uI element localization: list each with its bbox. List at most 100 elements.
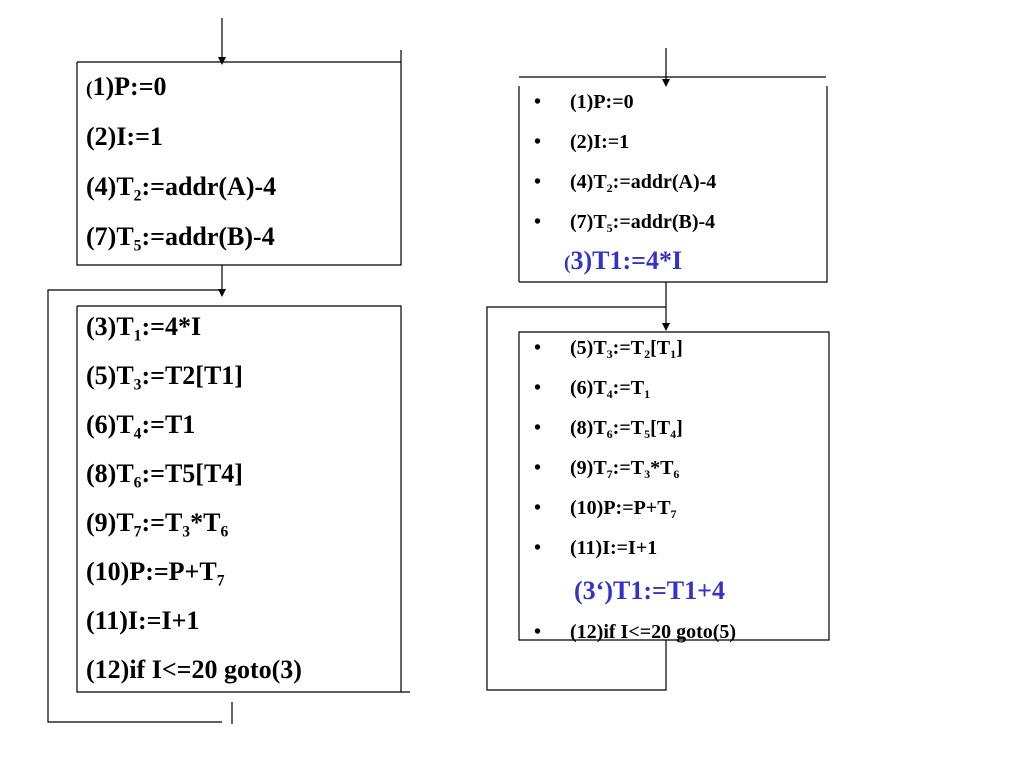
code-line: (7)T5:=addr(B)-4: [534, 211, 716, 236]
code-text: (6)T: [570, 377, 607, 399]
code-line: (11)I:=I+1: [86, 608, 199, 634]
code-text: (5)T: [570, 337, 607, 359]
code-text: 3)T1:=4*I: [570, 246, 683, 275]
code-text: :=T: [612, 457, 645, 479]
code-text: ]: [676, 337, 683, 359]
code-text: (7)T: [570, 211, 607, 233]
code-line: (4)T2:=addr(A)-4: [86, 172, 277, 204]
code-text: :=T: [141, 508, 183, 537]
code-text: :=T5[T4]: [141, 459, 243, 488]
code-line: (5)T3:=T2[T1]: [534, 337, 683, 362]
code-text: (12)if I<=20 goto(5): [570, 621, 737, 643]
code-text: (5)T: [86, 361, 134, 390]
left-block-2-frame: [76, 305, 410, 693]
code-text: :=addr(B)-4: [141, 222, 275, 251]
subscript: 4: [670, 427, 677, 442]
code-text: (11)I:=I+1: [570, 537, 658, 559]
code-line: (1)P:=0: [534, 91, 634, 113]
subscript: 2: [133, 187, 142, 205]
code-text: ]: [676, 417, 683, 439]
right-block-1-frame: [518, 86, 828, 283]
code-text: (: [564, 253, 571, 274]
subscript: 1: [670, 347, 677, 362]
code-line: (5)T3:=T2[T1]: [86, 361, 243, 393]
code-line: (12)if I<=20 goto(5): [534, 621, 737, 643]
code-line: (6)T4:=T1: [534, 377, 651, 402]
code-text: (2)I:=1: [86, 122, 163, 151]
subscript: 5: [606, 221, 613, 236]
right-diagram: [486, 48, 830, 691]
subscript: 3: [644, 467, 651, 482]
code-text: (11)I:=I+1: [86, 606, 200, 635]
subscript: 7: [216, 572, 225, 590]
code-text: 1)P:=0: [92, 72, 167, 101]
subscript: 3: [182, 523, 191, 541]
code-text: *T: [650, 457, 674, 479]
code-text: (4)T: [570, 171, 607, 193]
code-text: :=addr(A)-4: [141, 172, 277, 201]
subscript: 3: [606, 347, 613, 362]
subscript: 6: [220, 523, 229, 541]
code-text: :=4*I: [141, 312, 202, 341]
code-text: (7)T: [86, 222, 134, 251]
code-line: (2)I:=1: [86, 124, 163, 150]
code-text: (12)if I<=20 goto(3): [86, 655, 302, 684]
right-block-2-frame: [518, 331, 830, 641]
code-text: (6)T: [86, 410, 134, 439]
code-text: :=addr(B)-4: [612, 211, 716, 233]
subscript: 1: [644, 387, 651, 402]
left-diagram: [47, 18, 410, 724]
code-line: (9)T7:=T3*T6: [86, 508, 228, 540]
subscript: 5: [644, 427, 651, 442]
code-text: (10)P:=P+T: [86, 557, 217, 586]
code-line: (1)P:=0: [86, 74, 167, 100]
subscript: 7: [606, 467, 613, 482]
code-text: :=T1: [141, 410, 196, 439]
code-line: (8)T6:=T5[T4]: [534, 417, 683, 442]
subscript: 2: [606, 181, 613, 196]
subscript: 1: [133, 327, 142, 345]
code-text: :=T: [612, 377, 645, 399]
subscript: 4: [133, 425, 142, 443]
code-line: (12)if I<=20 goto(3): [86, 657, 302, 683]
code-text: :=T: [612, 337, 645, 359]
subscript: 2: [644, 347, 651, 362]
left-block-1-frame: [76, 50, 402, 266]
left-loop-back: [47, 289, 222, 723]
code-text: (3‘)T1:=T1+4: [574, 576, 725, 605]
code-text: (3)T: [86, 312, 134, 341]
code-line: (10)P:=P+T7: [86, 557, 225, 589]
subscript: 3: [133, 376, 142, 394]
code-line: (8)T6:=T5[T4]: [86, 459, 243, 491]
code-text: (10)P:=P+T: [570, 497, 671, 519]
code-line: (4)T2:=addr(A)-4: [534, 171, 717, 196]
code-text: (1)P:=0: [570, 91, 634, 113]
code-line: (7)T5:=addr(B)-4: [86, 222, 275, 254]
subscript: 5: [133, 237, 142, 255]
code-line: (9)T7:=T3*T6: [534, 457, 680, 482]
code-text: (4)T: [86, 172, 134, 201]
code-line: (2)I:=1: [534, 131, 630, 153]
code-text: [T: [650, 337, 671, 359]
subscript: 6: [133, 474, 142, 492]
code-text: (2)I:=1: [570, 131, 630, 153]
inserted-code-line: (3)T1:=4*I: [564, 248, 682, 274]
code-text: :=T: [612, 417, 645, 439]
inserted-code-line: (3‘)T1:=T1+4: [574, 578, 725, 604]
code-text: (: [86, 79, 93, 100]
subscript: 7: [670, 507, 677, 522]
code-text: [T: [650, 417, 671, 439]
subscript: 7: [133, 523, 142, 541]
right-loop-back: [486, 306, 667, 691]
code-text: *T: [190, 508, 221, 537]
code-text: :=T2[T1]: [141, 361, 243, 390]
code-text: (9)T: [570, 457, 607, 479]
code-line: (10)P:=P+T7: [534, 497, 677, 522]
code-text: (8)T: [86, 459, 134, 488]
subscript: 6: [673, 467, 680, 482]
code-text: :=addr(A)-4: [612, 171, 717, 193]
code-line: (6)T4:=T1: [86, 410, 196, 442]
code-text: (9)T: [86, 508, 134, 537]
code-line: (3)T1:=4*I: [86, 312, 202, 344]
